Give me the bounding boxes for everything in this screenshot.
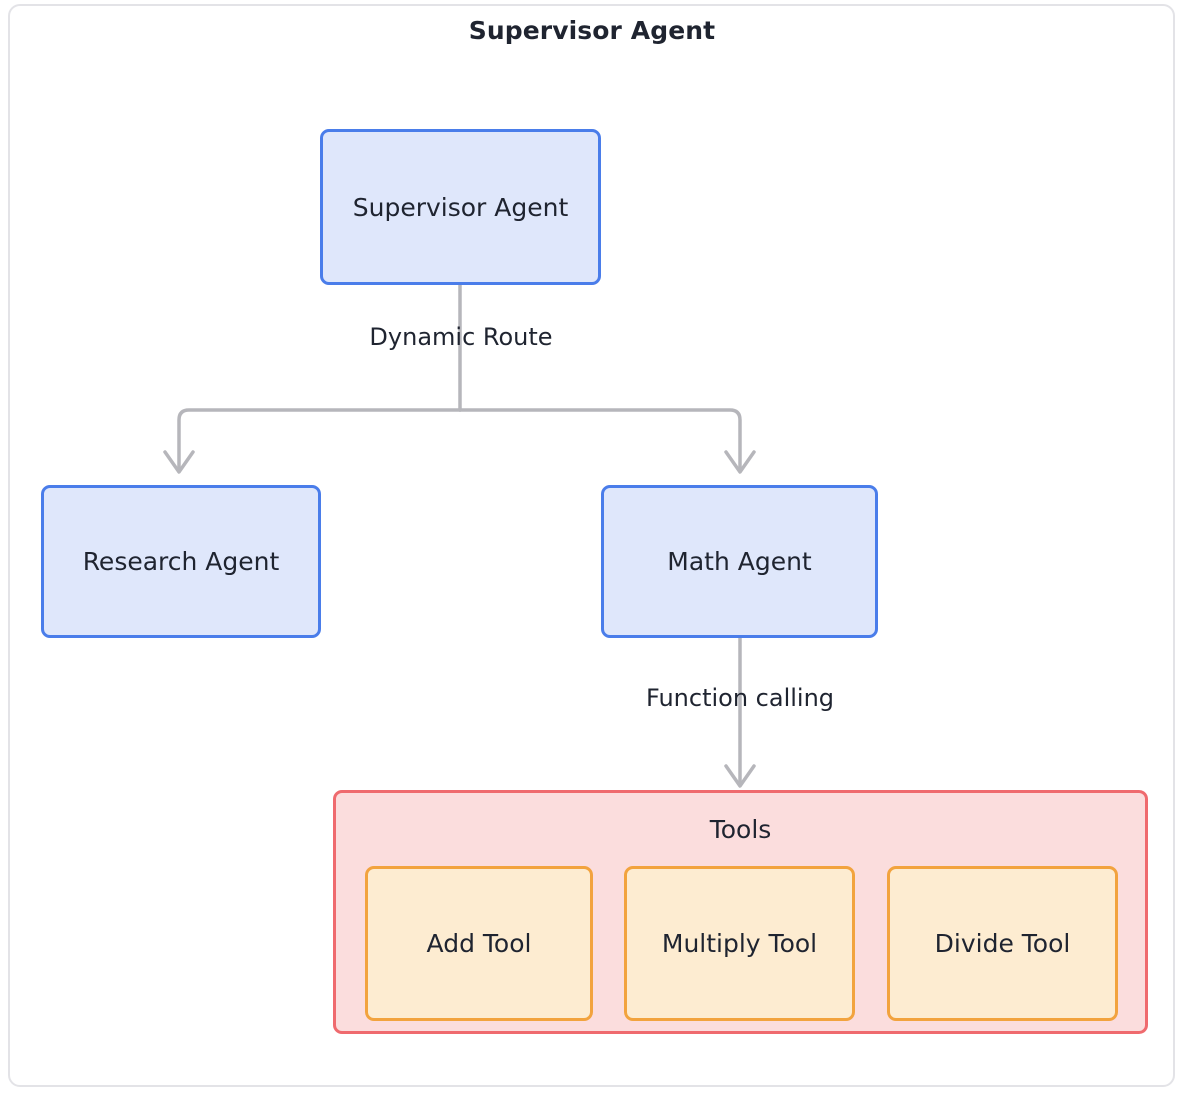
- node-supervisor-agent-label: Supervisor Agent: [352, 192, 569, 222]
- node-add-tool-label: Add Tool: [426, 929, 532, 958]
- tools-group-title: Tools: [709, 815, 772, 844]
- node-multiply-tool-label: Multiply Tool: [661, 929, 818, 958]
- edge-label-function-calling: Function calling: [645, 684, 835, 712]
- node-add-tool[interactable]: Add Tool: [365, 866, 593, 1021]
- node-multiply-tool[interactable]: Multiply Tool: [624, 866, 855, 1021]
- node-divide-tool-label: Divide Tool: [934, 929, 1071, 958]
- diagram-title: Supervisor Agent: [468, 16, 716, 45]
- tools-group: Tools Add Tool Multiply Tool Divide Tool: [333, 790, 1148, 1034]
- node-research-agent-label: Research Agent: [82, 547, 280, 576]
- node-research-agent[interactable]: Research Agent: [41, 485, 321, 638]
- node-math-agent[interactable]: Math Agent: [601, 485, 878, 638]
- node-divide-tool[interactable]: Divide Tool: [887, 866, 1118, 1021]
- node-math-agent-label: Math Agent: [667, 547, 812, 576]
- edge-label-dynamic-route: Dynamic Route: [369, 323, 553, 351]
- node-supervisor-agent[interactable]: Supervisor Agent: [320, 129, 601, 285]
